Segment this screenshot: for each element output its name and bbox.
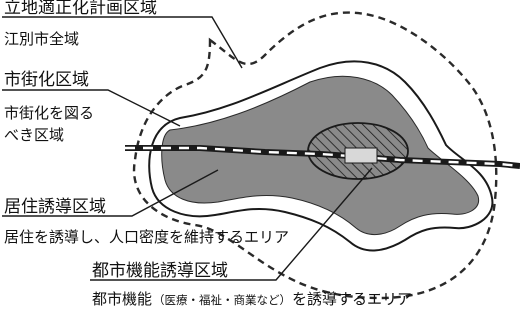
urban-function-description-paren: （医療・福祉・商業など） [153, 293, 291, 307]
urban-function-area-description: 都市機能（医療・福祉・商業など）を誘導するエリア [92, 290, 412, 308]
location-area-description: 江別市全域 [4, 30, 79, 48]
urban-function-area-title: 都市機能誘導区域 [92, 261, 228, 281]
urbanization-area-description-line2: べき区域 [4, 126, 64, 144]
location-optimization-area-boundary [132, 11, 498, 300]
leader-line-urban-function-area [90, 167, 373, 281]
urban-function-description-tail: を誘導するエリア [292, 290, 412, 308]
leader-line-residential-area [2, 169, 219, 217]
location-area-title: 立地適正化計画区域 [4, 0, 157, 18]
residential-area-title: 居住誘導区域 [4, 197, 106, 217]
leader-line-location-area [2, 16, 243, 69]
leader-line-urbanization-area [2, 89, 181, 127]
urbanization-area-title: 市街化区域 [4, 70, 89, 90]
urban-function-description-main: 都市機能 [92, 290, 152, 308]
residential-area-description: 居住を誘導し、人口密度を維持するエリア [4, 228, 289, 246]
urbanization-area-description-line1: 市街化を図る [4, 104, 94, 122]
station-box [344, 147, 378, 164]
